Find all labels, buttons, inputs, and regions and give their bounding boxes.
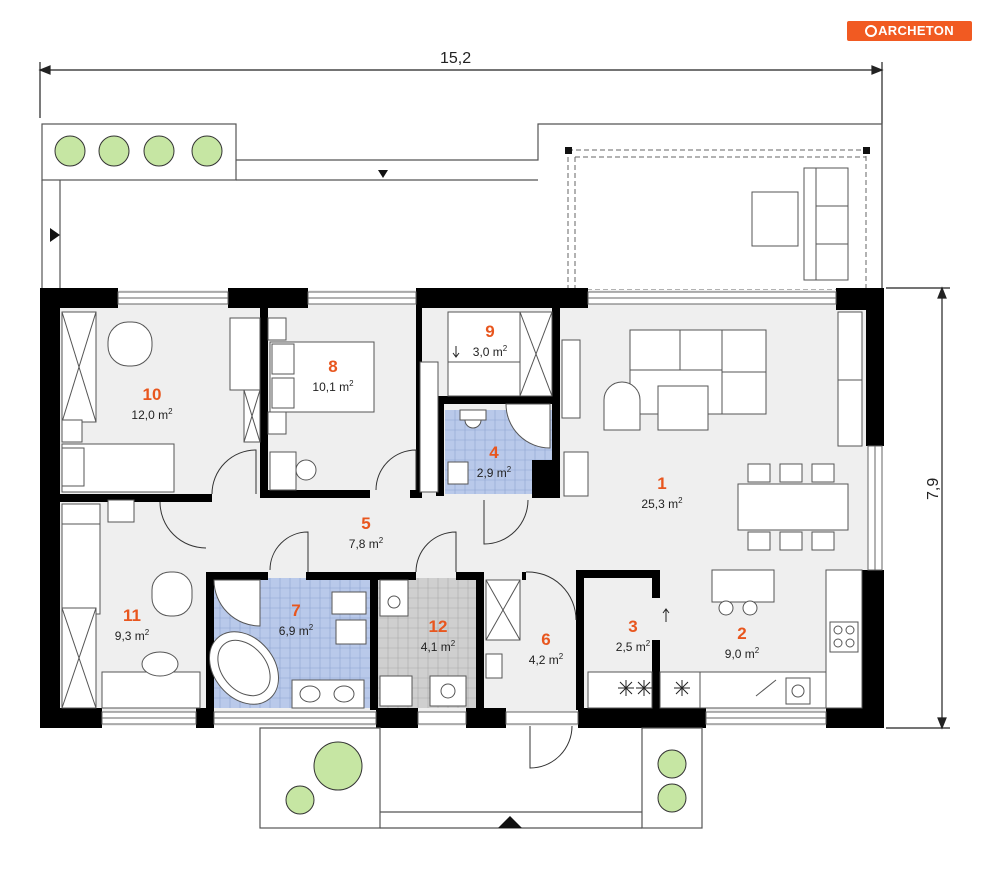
door-swings — [159, 449, 577, 769]
room-area: 6,9 m — [278, 624, 309, 638]
exterior-walls — [40, 288, 884, 728]
entrance-terrace — [259, 727, 703, 829]
room-area: 2,9 m — [476, 466, 507, 480]
shrubs-planter — [54, 135, 223, 167]
room-number: 6 — [541, 630, 551, 649]
room-area: 3,0 m — [472, 345, 503, 359]
room-number: 9 — [485, 322, 495, 341]
room-area: 9,0 m — [724, 647, 755, 661]
room-area: 12,0 m — [131, 408, 169, 422]
room-area: 4,2 m — [528, 653, 559, 667]
pergola-posts — [565, 147, 870, 154]
windows — [101, 291, 883, 725]
room-number: 12 — [428, 617, 448, 636]
furniture — [61, 311, 863, 709]
room-number: 8 — [328, 357, 338, 376]
room-area: 25,3 m — [641, 497, 679, 511]
room-number: 10 — [142, 385, 162, 404]
brand-logo: ARCHETON — [847, 21, 972, 41]
interior-walls — [60, 306, 660, 710]
height-dimension-line — [886, 286, 950, 730]
room-number: 4 — [489, 443, 499, 462]
room-area: 7,8 m — [348, 537, 379, 551]
height-dimension-label: 7,9 — [925, 477, 942, 500]
width-dimension-label: 15,2 — [440, 50, 472, 67]
burner-symbols — [618, 680, 690, 696]
utility-tile-grid — [378, 578, 476, 708]
room-area: 4,1 m — [420, 640, 451, 654]
stair-arrows — [452, 346, 670, 622]
room-number: 3 — [628, 617, 638, 636]
room-number: 11 — [123, 606, 141, 625]
room-area: 9,3 m — [114, 629, 145, 643]
logo-ring-icon — [865, 25, 878, 37]
room-area: 10,1 m — [312, 380, 350, 394]
room-number: 2 — [737, 624, 747, 643]
room-number: 5 — [361, 514, 371, 533]
entrance-shrubs — [285, 741, 687, 815]
room-area: 2,5 m — [615, 640, 646, 654]
room-number: 7 — [291, 601, 301, 620]
terrace-furniture — [751, 167, 849, 281]
room-number: 1 — [657, 474, 667, 493]
